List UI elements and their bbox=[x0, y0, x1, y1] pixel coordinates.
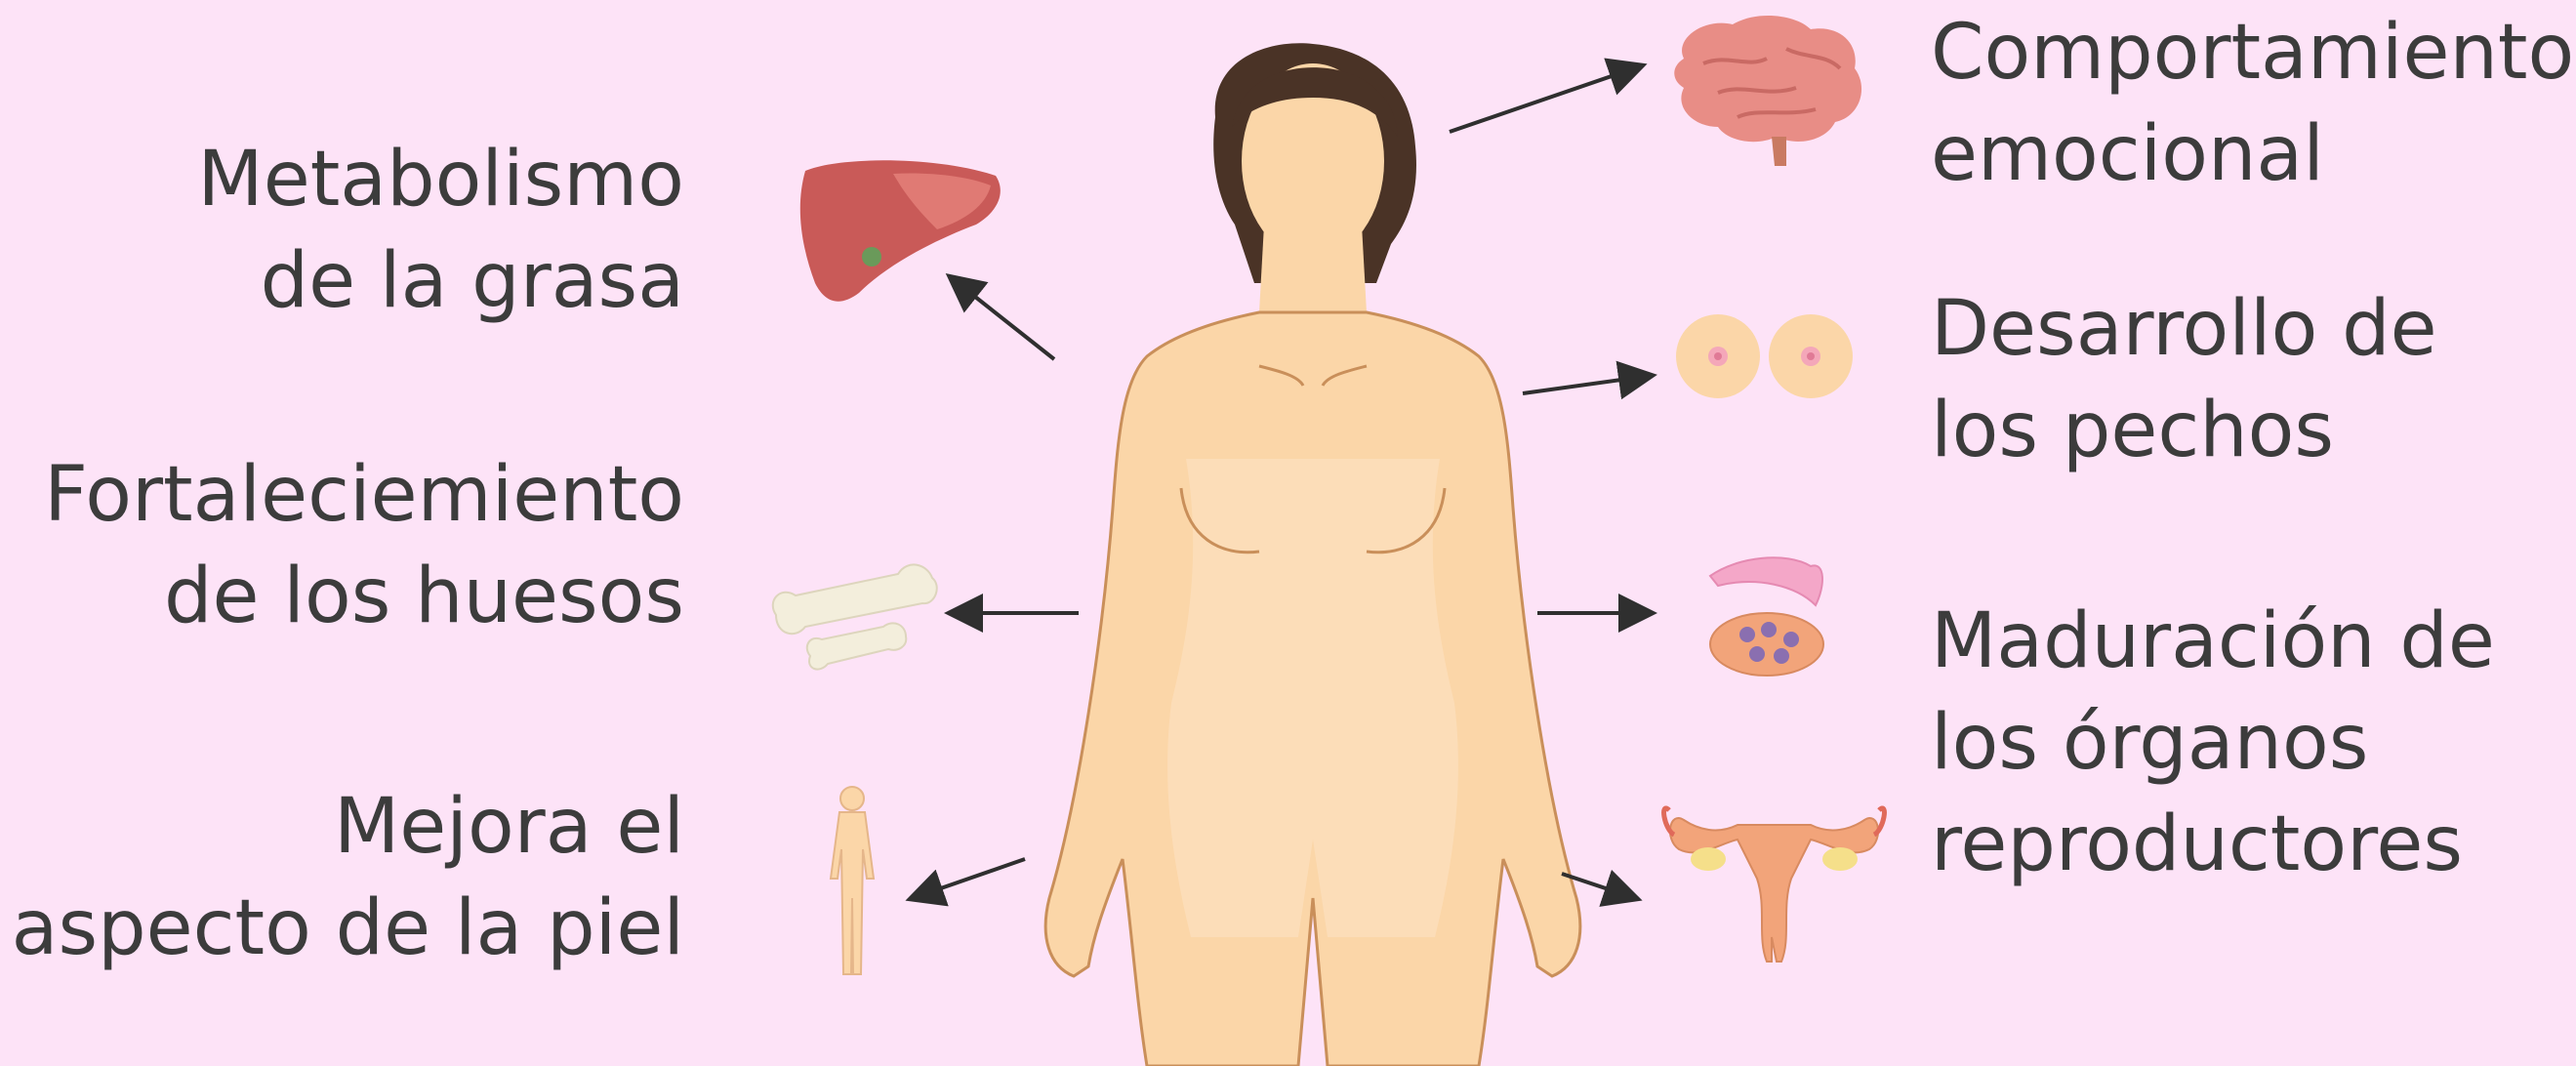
label-breast-development: Desarrollo de los pechos bbox=[1931, 278, 2437, 481]
label-reproductive-maturation-line3: reproductores bbox=[1931, 794, 2495, 895]
ovary-icon bbox=[1710, 557, 1823, 676]
label-reproductive-maturation: Maduración de los órganos reproductores bbox=[1931, 591, 2495, 895]
label-emotional-behavior-line2: emocional bbox=[1931, 103, 2574, 205]
label-breast-development-line1: Desarrollo de bbox=[1931, 278, 2437, 380]
label-reproductive-maturation-line1: Maduración de bbox=[1931, 591, 2495, 692]
body-silhouette-icon bbox=[831, 787, 874, 974]
label-skin-appearance: Mejora el aspecto de la piel bbox=[12, 776, 684, 979]
label-bone-strengthening-line2: de los huesos bbox=[44, 546, 684, 647]
label-skin-appearance-line2: aspecto de la piel bbox=[12, 878, 684, 979]
label-fat-metabolism-line1: Metabolismo bbox=[197, 129, 684, 230]
label-bone-strengthening-line1: Fortaleciemiento bbox=[44, 444, 684, 546]
breasts-icon bbox=[1676, 314, 1853, 398]
label-skin-appearance-line1: Mejora el bbox=[12, 776, 684, 878]
label-emotional-behavior: Comportamiento emocional bbox=[1931, 2, 2574, 205]
arrow-to-brain bbox=[1450, 66, 1640, 132]
arrow-to-skin-figure bbox=[913, 859, 1025, 898]
label-reproductive-maturation-line2: los órganos bbox=[1931, 692, 2495, 794]
woman-figure bbox=[1045, 43, 1580, 1066]
bones-icon bbox=[773, 564, 937, 669]
label-breast-development-line2: los pechos bbox=[1931, 380, 2437, 481]
liver-icon bbox=[800, 160, 1001, 301]
brain-icon bbox=[1674, 16, 1861, 166]
label-fat-metabolism-line2: de la grasa bbox=[197, 230, 684, 332]
label-emotional-behavior-line1: Comportamiento bbox=[1931, 2, 2574, 103]
label-fat-metabolism: Metabolismo de la grasa bbox=[197, 129, 684, 332]
arrow-to-liver bbox=[952, 278, 1054, 359]
uterus-icon bbox=[1664, 808, 1885, 962]
label-bone-strengthening: Fortaleciemiento de los huesos bbox=[44, 444, 684, 647]
arrow-to-breasts bbox=[1523, 376, 1650, 393]
